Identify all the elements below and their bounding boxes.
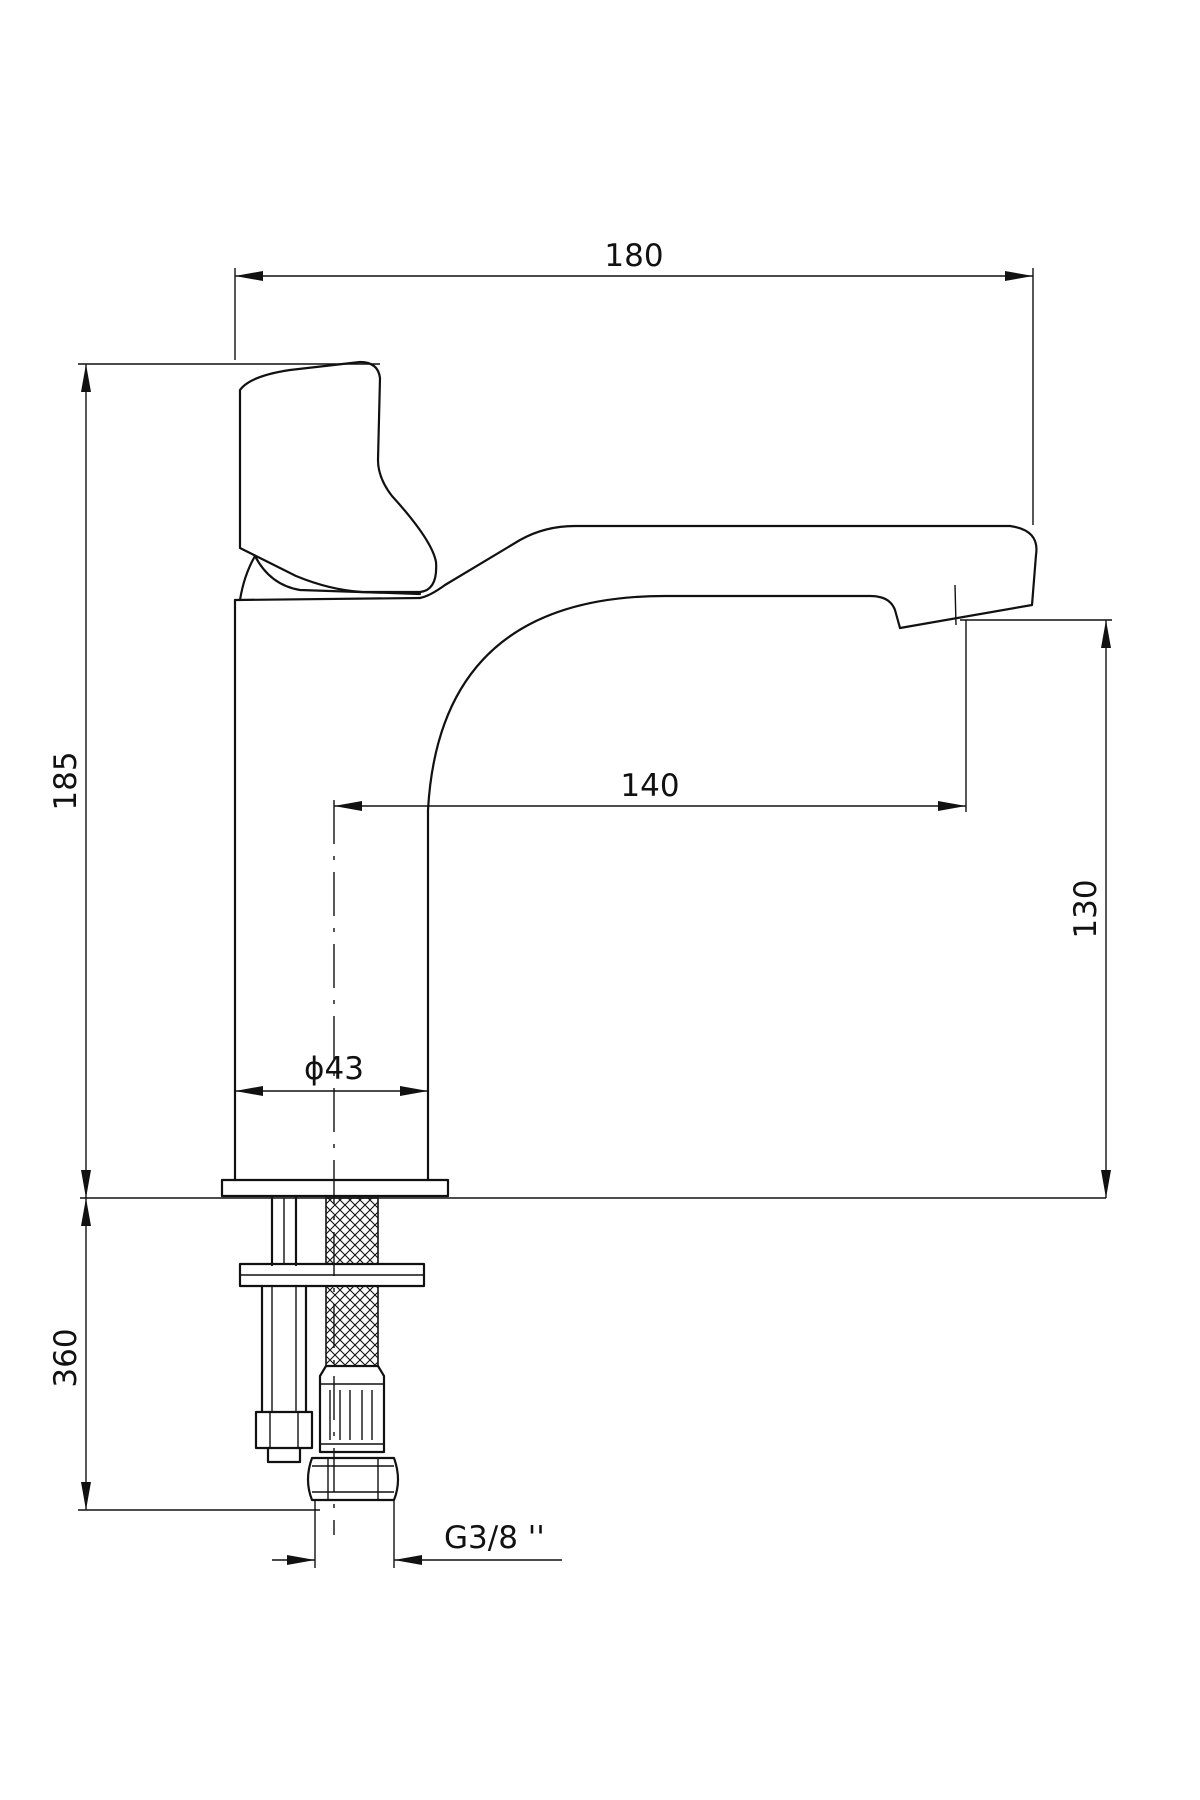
spout-outlet-line [954,584,957,626]
mounting-stud-lower [260,1284,308,1414]
hose-ferrule-ring [320,1383,384,1445]
mounting-nut [254,1410,314,1450]
arrowhead-bottom [81,1170,91,1198]
dimension-spout-height: 130 [960,619,1112,1198]
overall-height-label: 185 [48,751,84,810]
body-diameter-label: ϕ43 [304,1051,364,1087]
connection-nut [306,1456,400,1502]
spout-reach-label: 140 [620,768,679,804]
faucet-body [220,360,1038,1198]
mounting-assembly [238,1196,426,1502]
arrowhead-top [1101,620,1111,648]
hose-length-label: 360 [48,1328,84,1387]
arrowhead-bottom [1101,1170,1111,1198]
dimension-overall-width: 180 [234,238,1034,525]
mounting-stud [270,1196,298,1267]
arrowhead-left [235,1086,263,1096]
arrowhead-top [81,1198,91,1226]
handle-lever [238,360,438,594]
spout-height-label: 130 [1068,879,1104,938]
arrowhead-bottom [81,1482,91,1510]
overall-width-label: 180 [604,238,663,274]
arrowhead-left [287,1555,315,1565]
arrowhead-left [235,271,263,281]
arrowhead-right [400,1086,428,1096]
dimension-hose-length: 360 [48,1198,320,1511]
dimension-body-diameter: ϕ43 [235,1051,428,1096]
mounting-stud-lower-core [271,1286,297,1412]
connection-thread-label: G3/8 '' [444,1520,545,1556]
body-shoulder [233,596,422,602]
dimension-spout-reach: 140 [334,620,967,812]
connection-nut-facets [312,1458,394,1500]
hose-ferrule [318,1364,386,1454]
spout-top-contour [418,524,1038,630]
arrowhead-right [394,1555,422,1565]
hose-ferrule-bands [329,1390,373,1440]
base-flange [220,1178,450,1198]
handle-cap [238,554,422,602]
arrowhead-left [334,801,362,811]
dimension-overall-height: 185 [48,363,380,1198]
mounting-nut-facets [269,1412,299,1448]
dimension-connection-thread: G3/8 '' [272,1500,562,1568]
arrowhead-right [1005,271,1033,281]
spout-tip [426,594,902,812]
arrowhead-right [938,801,966,811]
arrowhead-top [81,364,91,392]
mounting-stud-end [266,1446,302,1464]
